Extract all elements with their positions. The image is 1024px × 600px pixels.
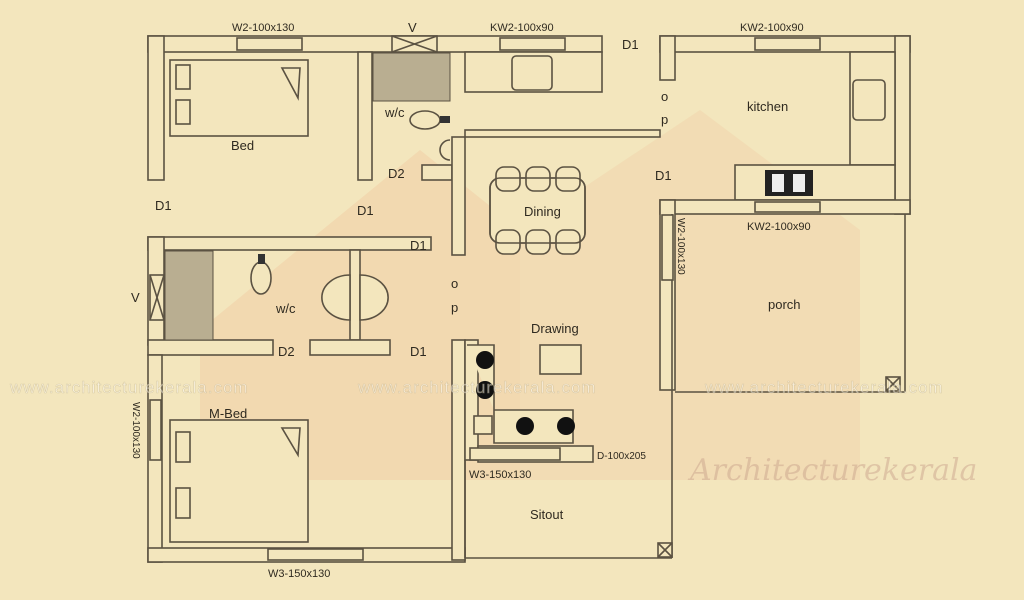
label-kw2-top-left: KW2-100x90 (490, 22, 554, 34)
label-d1-bed-left: D1 (155, 198, 172, 213)
label-d1-kitchen: D1 (655, 168, 672, 183)
window-w2-top (236, 37, 303, 51)
label-d1-kitchen-top: D1 (622, 37, 639, 52)
label-w2-porch: W2-100x130 (675, 218, 686, 275)
watermark-script: Architecturekerala (687, 453, 977, 488)
watermark-url-3: www.architecturekerala.com (704, 378, 944, 397)
window-kw2-top-left (499, 37, 566, 51)
label-kw2-top-right: KW2-100x90 (740, 22, 804, 34)
room-bed: Bed (231, 138, 254, 153)
corner-markers (657, 376, 901, 558)
room-sitout: Sitout (530, 507, 564, 522)
room-master-bed: M-Bed (209, 406, 247, 421)
sofa-set (467, 344, 582, 444)
wc-bottom-fixtures (164, 250, 389, 341)
kitchen-sinks (511, 55, 886, 196)
window-w2-porch (661, 214, 674, 281)
window-w2-mbed (149, 399, 162, 461)
label-w2-top: W2-100x130 (232, 22, 294, 34)
label-w2-mbed: W2-100x130 (130, 402, 141, 459)
opening-labels: W2-100x130 V KW2-100x90 D1 KW2-100x90 o … (130, 20, 811, 580)
label-d2-top: D2 (388, 166, 405, 181)
ventilator-top (391, 35, 438, 53)
dining-table (489, 166, 586, 255)
room-wc-top: w/c (384, 105, 405, 120)
label-v-top: V (408, 20, 417, 35)
label-d1-mbed: D1 (410, 344, 427, 359)
label-open-o-top: o (661, 89, 668, 104)
label-w3-mbed: W3-150x130 (268, 568, 330, 580)
room-porch: porch (768, 297, 801, 312)
room-labels: Bed w/c kitchen Dining w/c porch Drawing… (209, 99, 801, 522)
window-w3-mbed (267, 548, 364, 561)
room-kitchen: kitchen (747, 99, 788, 114)
room-drawing: Drawing (531, 321, 579, 336)
furniture (164, 52, 901, 558)
label-d1-wc: D1 (410, 238, 427, 253)
label-open-p-mid: p (451, 300, 458, 315)
label-v-left: V (131, 290, 140, 305)
label-kw2-bottom: KW2-100x90 (747, 221, 811, 233)
label-w3-drawing: W3-150x130 (469, 469, 531, 481)
windows (149, 35, 821, 561)
bed-master (169, 419, 309, 543)
ventilator-left (149, 274, 165, 321)
wc-top-fixtures (372, 52, 451, 161)
watermark-url-1: www.architecturekerala.com (9, 378, 249, 397)
label-d1-bed-right: D1 (357, 203, 374, 218)
window-w3-drawing (469, 447, 561, 461)
bed-top (169, 59, 309, 137)
label-d2-bottom: D2 (278, 344, 295, 359)
label-open-o-mid: o (451, 276, 458, 291)
room-dining: Dining (524, 204, 561, 219)
window-kw2-bottom (754, 201, 821, 213)
label-door-main: D-100x205 (597, 451, 646, 462)
room-wc-bottom: w/c (275, 301, 296, 316)
watermark-url-2: www.architecturekerala.com (357, 378, 597, 397)
walls (147, 35, 911, 563)
window-kw2-top-right (754, 37, 821, 51)
label-open-p-top: p (661, 112, 668, 127)
